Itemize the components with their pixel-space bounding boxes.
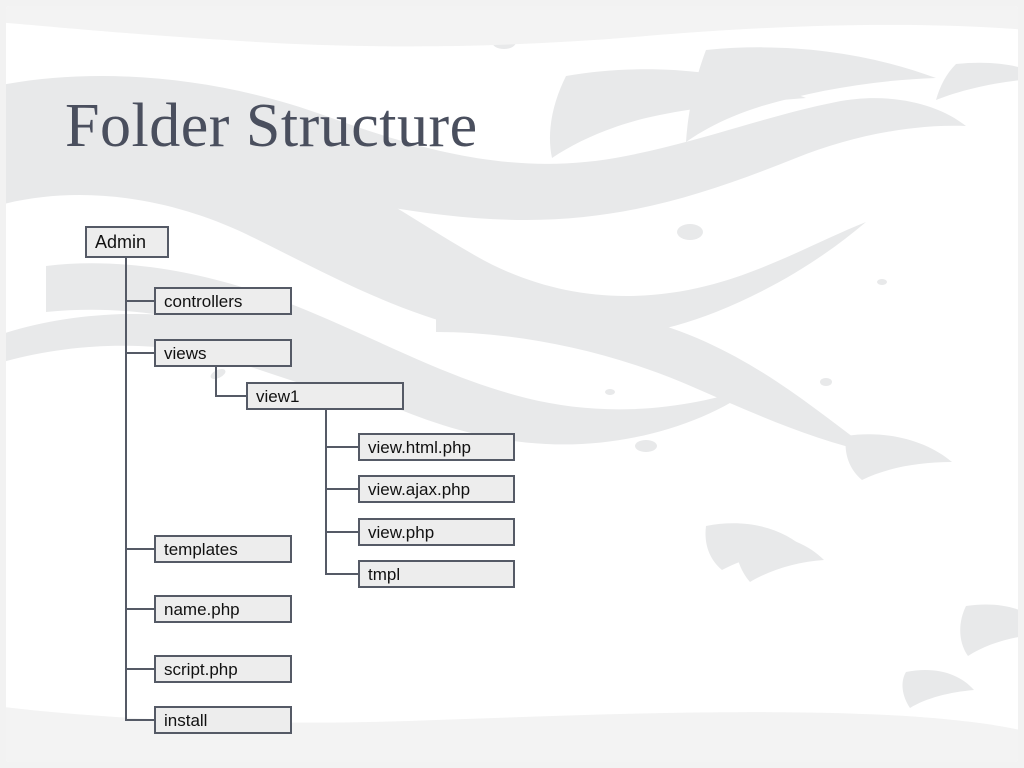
node-view-php[interactable]: view.php	[358, 518, 515, 546]
node-install[interactable]: install	[154, 706, 292, 734]
page-title: Folder Structure	[65, 92, 478, 160]
connector-view1-view-ajax-php	[325, 488, 360, 490]
connector-admin-install	[125, 719, 156, 721]
connector-admin-script-php	[125, 668, 156, 670]
connector-trunk-views	[215, 367, 217, 396]
node-name-php[interactable]: name.php	[154, 595, 292, 623]
folder-structure-diagram: Admin controllers views view1 view.html.…	[6, 6, 1018, 762]
connector-trunk-admin	[125, 258, 127, 721]
connector-admin-views	[125, 352, 156, 354]
node-view1[interactable]: view1	[246, 382, 404, 410]
connector-view1-view-html-php	[325, 446, 360, 448]
node-admin[interactable]: Admin	[85, 226, 169, 258]
connector-admin-name-php	[125, 608, 156, 610]
slide-paper: Folder Structure	[6, 6, 1018, 762]
node-templates[interactable]: templates	[154, 535, 292, 563]
node-script-php[interactable]: script.php	[154, 655, 292, 683]
connector-admin-controllers	[125, 300, 156, 302]
connector-view1-view-php	[325, 531, 360, 533]
connector-views-view1	[215, 395, 248, 397]
connector-admin-templates	[125, 548, 156, 550]
node-view-html-php[interactable]: view.html.php	[358, 433, 515, 461]
connector-trunk-view1	[325, 410, 327, 574]
node-view-ajax-php[interactable]: view.ajax.php	[358, 475, 515, 503]
node-tmpl[interactable]: tmpl	[358, 560, 515, 588]
node-views[interactable]: views	[154, 339, 292, 367]
connector-view1-tmpl	[325, 573, 360, 575]
node-controllers[interactable]: controllers	[154, 287, 292, 315]
